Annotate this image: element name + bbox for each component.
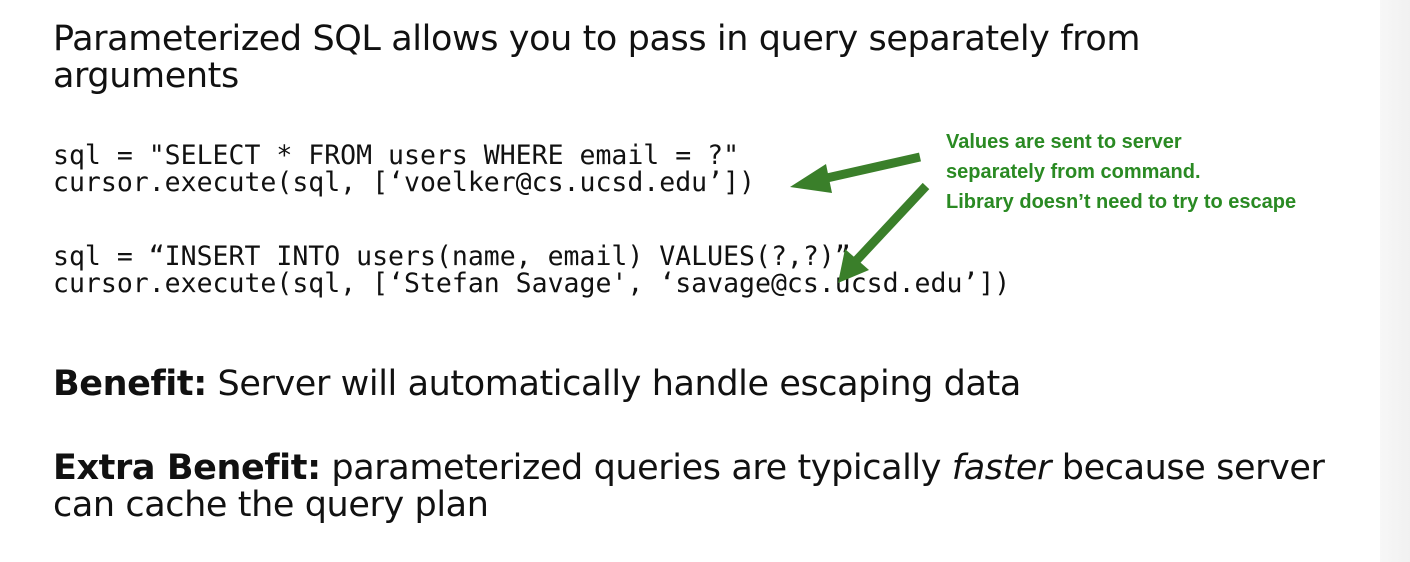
benefit-text: Benefit: Server will automatically handl…: [53, 366, 1373, 403]
code-insert-statement: sql = “INSERT INTO users(name, email) VA…: [53, 241, 851, 272]
callout-note: Values are sent to server separately fro…: [946, 127, 1376, 217]
callout-line-2: separately from command.: [946, 161, 1201, 183]
callout-line-1: Values are sent to server: [946, 131, 1182, 153]
benefit-label: Benefit:: [53, 364, 207, 404]
extra-benefit-text-before: parameterized queries are typically: [320, 448, 952, 488]
code-insert-execute: cursor.execute(sql, [‘Stefan Savage', ‘s…: [53, 268, 1011, 299]
arrow-to-select-argument: [790, 152, 921, 193]
code-select-execute: cursor.execute(sql, [‘voelker@cs.ucsd.ed…: [53, 167, 755, 198]
code-select-statement: sql = "SELECT * FROM users WHERE email =…: [53, 140, 740, 171]
slide: Parameterized SQL allows you to pass in …: [53, 19, 1376, 524]
extra-benefit-text-after: because server can cache the query plan: [53, 448, 1325, 525]
extra-benefit-emphasis: faster: [951, 448, 1052, 488]
benefit-description: Server will automatically handle escapin…: [206, 364, 1022, 404]
slide-heading: Parameterized SQL allows you to pass in …: [53, 19, 1141, 96]
callout-line-3: Library doesn’t need to try to escape: [946, 191, 1297, 213]
right-edge-margin: [1380, 0, 1410, 562]
extra-benefit-text: Extra Benefit: parameterized queries are…: [53, 450, 1373, 524]
extra-benefit-label: Extra Benefit:: [53, 448, 321, 488]
